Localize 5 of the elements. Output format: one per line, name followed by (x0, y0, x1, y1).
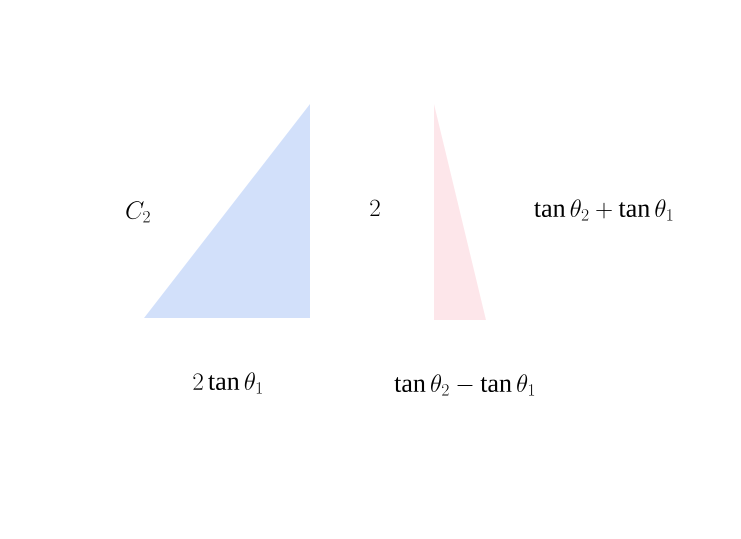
math-label: $\tan\theta_{2}-\tan\theta_{1}$ (394, 374, 534, 396)
math-label: $\tan\theta_{2}+\tan\theta_{1}$ (534, 199, 672, 220)
math-label: $2\tan\theta_{1}$ (193, 372, 262, 394)
math-label: $2$ (370, 200, 380, 216)
math-label: $C_{2}$ (126, 201, 150, 222)
